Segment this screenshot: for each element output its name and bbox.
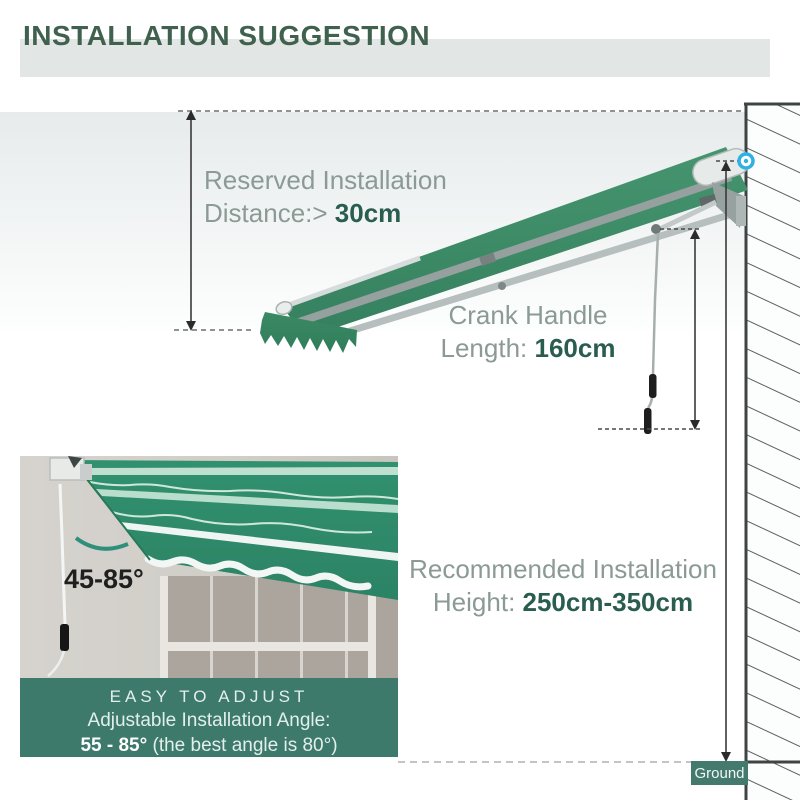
wall	[744, 102, 800, 800]
installation-angle-inset: 45-85° EASY TO ADJUST Adjustable Install…	[20, 456, 398, 757]
arm-joint	[498, 282, 506, 290]
crank-line1: Crank Handle	[448, 300, 608, 330]
shoulder-link	[658, 199, 718, 232]
title-band	[20, 39, 770, 77]
height-arrow	[716, 160, 741, 762]
fabric-seam	[89, 481, 398, 500]
crank-handle	[644, 232, 660, 434]
crank-grip	[649, 374, 657, 398]
ground-badge: Ground	[691, 761, 748, 785]
front-bar	[282, 255, 421, 310]
wall-hatch	[746, 104, 800, 800]
crank-value: 160cm	[534, 333, 616, 363]
caption-range: 55 - 85°	[80, 735, 148, 756]
height-line1: Recommended Installation	[409, 554, 717, 584]
awning-illustration	[260, 147, 750, 434]
crank-length-annotation: Crank Handle Length: 160cm	[418, 299, 638, 365]
angle-arc	[74, 536, 129, 551]
crank-gear	[651, 224, 661, 234]
height-line2: Height: 250cm-350cm	[432, 587, 694, 617]
mount-point-marker	[737, 152, 755, 170]
front-bar-end-cap	[275, 300, 293, 316]
folding-arm-lower	[348, 207, 744, 335]
reserved-line2: Distance:> 30cm	[204, 198, 402, 228]
crank-grip-end	[644, 408, 652, 434]
inset-crank-handle	[47, 483, 69, 677]
inset-awning	[71, 459, 398, 600]
inset-photo	[20, 456, 398, 680]
inset-crank-grip	[60, 624, 69, 651]
reserved-distance-arrow	[174, 110, 744, 331]
caption-line3: 55 - 85° (the best angle is 80°)	[80, 735, 338, 756]
inset-mount-bracket	[49, 456, 92, 481]
fabric-seam	[111, 511, 373, 534]
wavy-valance-trim	[144, 555, 372, 591]
angle-label: 45-85°	[64, 564, 144, 594]
caption-title: EASY TO ADJUST	[109, 687, 309, 706]
folding-arm-upper	[297, 173, 733, 326]
arm-elbow-joint	[479, 252, 497, 267]
awning-valance	[260, 312, 357, 353]
page-title: INSTALLATION SUGGESTION	[23, 20, 431, 51]
caption-line2: Adjustable Installation Angle:	[87, 710, 331, 731]
reserved-line1: Reserved Installation	[204, 165, 447, 195]
reserved-value: 30cm	[334, 198, 402, 228]
crank-line2: Length: 160cm	[440, 333, 616, 363]
height-annotation: Recommended Installation Height: 250cm-3…	[408, 553, 718, 619]
height-value: 250cm-350cm	[522, 587, 694, 617]
inset-caption: EASY TO ADJUST Adjustable Installation A…	[20, 678, 398, 757]
reserved-distance-annotation: Reserved Installation Distance:> 30cm	[204, 164, 447, 230]
crank-length-arrow	[598, 228, 703, 430]
